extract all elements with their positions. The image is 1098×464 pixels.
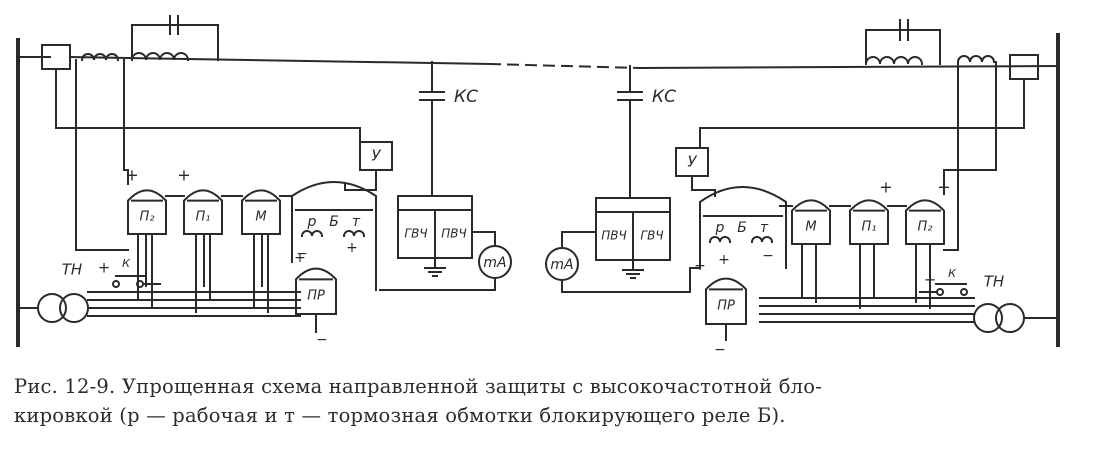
- right-trap-cap-loop: [865, 29, 941, 65]
- left-relay-b-coil-t: [342, 230, 366, 238]
- left-pr-minus: −: [316, 332, 328, 348]
- left-relay-y-label: У: [371, 147, 381, 165]
- right-trap-coil: [864, 56, 924, 66]
- left-relay-b-coil-p: [300, 230, 324, 238]
- right-relay-p2-label: П₂: [918, 220, 933, 235]
- left-ks-label: КС: [454, 87, 478, 107]
- right-relay-b-minus: −: [762, 248, 774, 264]
- right-key-label: К: [948, 267, 957, 280]
- right-ct-coil: [956, 55, 996, 64]
- right-relay-y-out: [691, 175, 716, 191]
- left-relay-p2-body: [127, 189, 167, 235]
- right-vt-winding-b: [995, 303, 1025, 333]
- left-p1-plus: +: [177, 166, 190, 185]
- left-trap-coil: [130, 52, 190, 62]
- left-trap-cap-loop: [131, 24, 219, 61]
- left-relay-pr-label: ПР: [307, 289, 325, 304]
- right-relay-p1-label: П₁: [862, 220, 877, 235]
- right-relay-b-plus: +: [718, 252, 730, 268]
- left-vt-label: ТН: [62, 261, 82, 279]
- right-hf-right-label: ГВЧ: [640, 229, 663, 243]
- caption-line-2: кировкой (р — рабочая и т — тормозная об…: [14, 404, 786, 427]
- left-key-plus: +: [98, 259, 111, 277]
- left-ct-coil: [80, 53, 120, 62]
- right-p1-plus: +: [879, 178, 892, 197]
- line-right: [638, 64, 1060, 70]
- left-relay-b-p: р: [307, 214, 317, 230]
- left-vt-winding-a: [37, 293, 67, 323]
- left-relay-b-body: [291, 181, 377, 263]
- right-relay-b-t: т: [760, 220, 769, 236]
- right-relay-m-body: [791, 199, 831, 245]
- left-relay-y-out: [344, 169, 377, 191]
- left-relay-m-body: [241, 189, 281, 235]
- left-key-contact-a: [112, 280, 120, 288]
- line-left: [68, 55, 492, 66]
- right-vt-label: ТН: [984, 273, 1004, 291]
- right-vt-winding-a: [973, 303, 1003, 333]
- right-key-contact-b: [960, 288, 968, 296]
- caption-line-1: Рис. 12-9. Упрощенная схема направленной…: [14, 375, 822, 398]
- left-ma-lead-top: [471, 231, 496, 247]
- left-relay-p2-label: П₂: [140, 210, 155, 225]
- right-pr-plus: +: [694, 258, 706, 274]
- right-relay-m-label: М: [805, 220, 816, 235]
- right-pr-minus: −: [714, 342, 726, 358]
- wiring: [16, 15, 1060, 347]
- right-relay-b-body: [699, 186, 787, 269]
- left-ct-b-to-p2: [123, 169, 129, 185]
- left-relay-p1-label: П₁: [196, 210, 211, 225]
- left-key-label: К: [122, 257, 131, 270]
- right-relay-b-p: р: [715, 220, 725, 236]
- left-relay-b-minus: −: [296, 246, 308, 262]
- right-relay-p1-body: [849, 199, 889, 245]
- left-relay-m-label: М: [255, 210, 266, 225]
- left-hf-right-label: ПВЧ: [441, 227, 466, 241]
- left-relay-p1-body: [183, 189, 223, 235]
- right-relay-y-label: У: [687, 153, 697, 171]
- left-p2-plus: +: [125, 166, 138, 185]
- left-relay-pr-body: [295, 267, 337, 315]
- right-b-to-ma: [689, 267, 701, 293]
- left-milliammeter-label: mA: [483, 255, 506, 271]
- right-key-minus: −: [924, 271, 937, 289]
- right-p2-plus: +: [937, 178, 950, 197]
- right-ma-lead-bottom: [561, 279, 691, 293]
- right-hf-left-label: ПВЧ: [601, 229, 626, 243]
- left-hf-left-label: ГВЧ: [404, 227, 427, 241]
- right-relay-b-coil-p: [708, 236, 732, 244]
- right-relay-pr-label: ПР: [717, 299, 735, 314]
- right-relay-pr-body: [705, 277, 747, 325]
- right-relay-b-coil-t: [750, 236, 774, 244]
- left-pr-plus: +: [294, 250, 306, 266]
- right-relay-p2-body: [905, 199, 945, 245]
- right-key-contact-a: [936, 288, 944, 296]
- left-relay-b-plus: +: [346, 240, 358, 256]
- left-key-contact-b: [136, 280, 144, 288]
- right-ks-label: КС: [652, 87, 676, 107]
- right-ma-lead-top: [561, 231, 597, 249]
- right-milliammeter-label: mA: [550, 257, 573, 273]
- line-break: [488, 62, 642, 70]
- right-relay-b-b: Б: [737, 220, 747, 236]
- right-ct-b-to-p2: [943, 169, 997, 195]
- left-vt-winding-b: [59, 293, 89, 323]
- left-ma-lead-bottom: [379, 277, 496, 291]
- left-relay-b-b: Б: [329, 214, 339, 230]
- figure-caption: Рис. 12-9. Упрощенная схема направленной…: [14, 372, 1084, 430]
- left-relay-b-t: т: [352, 214, 361, 230]
